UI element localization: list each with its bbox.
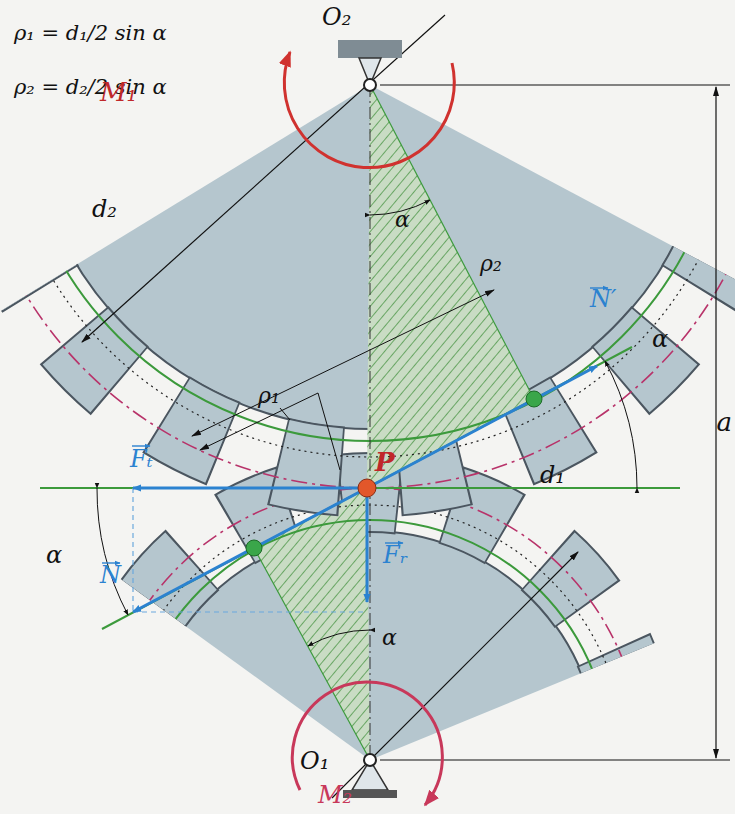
- force-label: N′: [590, 286, 616, 312]
- angle-label: α: [382, 626, 397, 650]
- point-label: O₁: [300, 748, 329, 774]
- moment-label: M₁: [100, 78, 137, 107]
- moment-label: M₂: [318, 782, 352, 808]
- radius-line: [254, 548, 370, 760]
- pivot: [364, 754, 376, 766]
- angle-arc: [605, 361, 637, 488]
- point-label: P: [375, 448, 395, 477]
- line-of-action: [102, 347, 632, 629]
- pivot: [364, 79, 376, 91]
- pitch-point: [358, 479, 376, 497]
- dimension-label: a: [716, 408, 732, 437]
- leader-line: [318, 393, 340, 470]
- angle-label: α: [395, 208, 410, 232]
- angle-arc: [97, 488, 128, 615]
- component-line: [132, 488, 133, 612]
- force-label: Fᵣ: [383, 542, 408, 568]
- a-dimension: [715, 87, 716, 758]
- support: [338, 40, 402, 58]
- upper-gear: [0, 0, 735, 488]
- tangent-point: [526, 391, 542, 407]
- angle-arc: [308, 630, 370, 646]
- angle-label: α: [46, 542, 62, 568]
- point-label: O₂: [322, 4, 351, 30]
- moment-arrow: [292, 682, 442, 805]
- dimension-label: ρ₂: [480, 252, 502, 276]
- formula: ρ₂ = d₂/2 sin α: [14, 76, 167, 99]
- normal-force: [133, 488, 367, 612]
- extension-line: [380, 85, 730, 86]
- force-label: Fₜ: [130, 446, 153, 472]
- radius-line: [370, 85, 534, 399]
- component-line: [133, 611, 367, 612]
- reaction-force: [367, 366, 597, 488]
- centre-line: [370, 85, 371, 760]
- dimension-label: d₁: [540, 462, 565, 488]
- force-label: N: [100, 562, 121, 588]
- formula: ρ₁ = d₁/2 sin α: [14, 22, 167, 45]
- radial-force: [366, 488, 369, 602]
- d2-dimension: [82, 15, 445, 342]
- d1-dimension: [332, 552, 578, 798]
- rho2-dimension: [192, 290, 494, 436]
- moment-arrow: [284, 52, 454, 168]
- angle-label: α: [652, 326, 668, 352]
- tangential-force: [133, 487, 367, 490]
- extension-line: [380, 760, 730, 761]
- leader-line: [280, 408, 290, 420]
- tangent-point: [246, 540, 262, 556]
- dimension-label: ρ₁: [258, 384, 280, 408]
- dimension-label: d₂: [92, 196, 117, 222]
